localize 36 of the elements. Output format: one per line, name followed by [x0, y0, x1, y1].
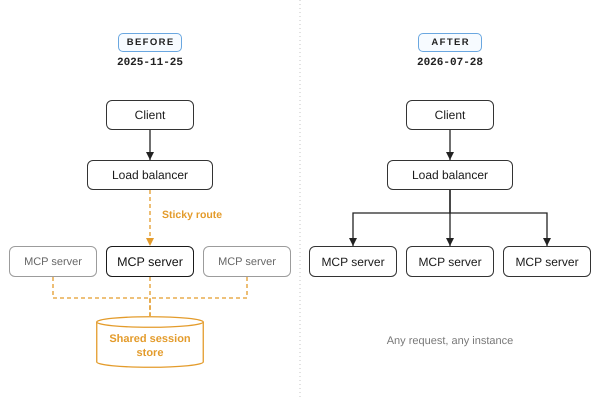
process-box	[503, 246, 591, 277]
box-label: Load balancer	[412, 168, 488, 182]
note-text: Any request, any instance	[386, 335, 514, 347]
process-box	[87, 160, 213, 190]
box-label: MCP server	[418, 254, 482, 268]
date-label: 2026-07-28	[416, 57, 483, 69]
arrow	[146, 130, 154, 160]
arrow	[146, 190, 154, 246]
process-box	[309, 246, 397, 277]
connector-line	[149, 277, 151, 316]
box-label: MCP server	[24, 256, 82, 268]
box-label: MCP server	[218, 256, 276, 268]
box-label: Shared session store	[108, 333, 192, 361]
box-label: Client	[434, 108, 466, 122]
box-label: MCP server	[515, 254, 579, 268]
database-cylinder	[96, 316, 204, 368]
inactive-server-box	[203, 246, 291, 277]
server-box	[106, 246, 194, 277]
process-box	[406, 246, 494, 277]
box-label: Client	[134, 108, 166, 122]
box-label: Load balancer	[112, 168, 188, 182]
badge-label: AFTER	[431, 37, 470, 48]
process-box	[106, 100, 194, 130]
date-label: 2025-11-25	[116, 57, 183, 69]
box-label: MCP server	[117, 254, 183, 268]
connector-line	[149, 277, 248, 316]
process-box	[406, 100, 494, 130]
process-box	[387, 160, 513, 190]
arrow	[449, 190, 551, 246]
arrow	[446, 130, 454, 160]
inactive-server-box	[9, 246, 97, 277]
edge-label: Sticky route	[160, 209, 224, 221]
phase-badge	[118, 33, 182, 52]
badge-label: BEFORE	[126, 37, 175, 48]
box-label: MCP server	[321, 254, 385, 268]
phase-badge	[418, 33, 482, 52]
